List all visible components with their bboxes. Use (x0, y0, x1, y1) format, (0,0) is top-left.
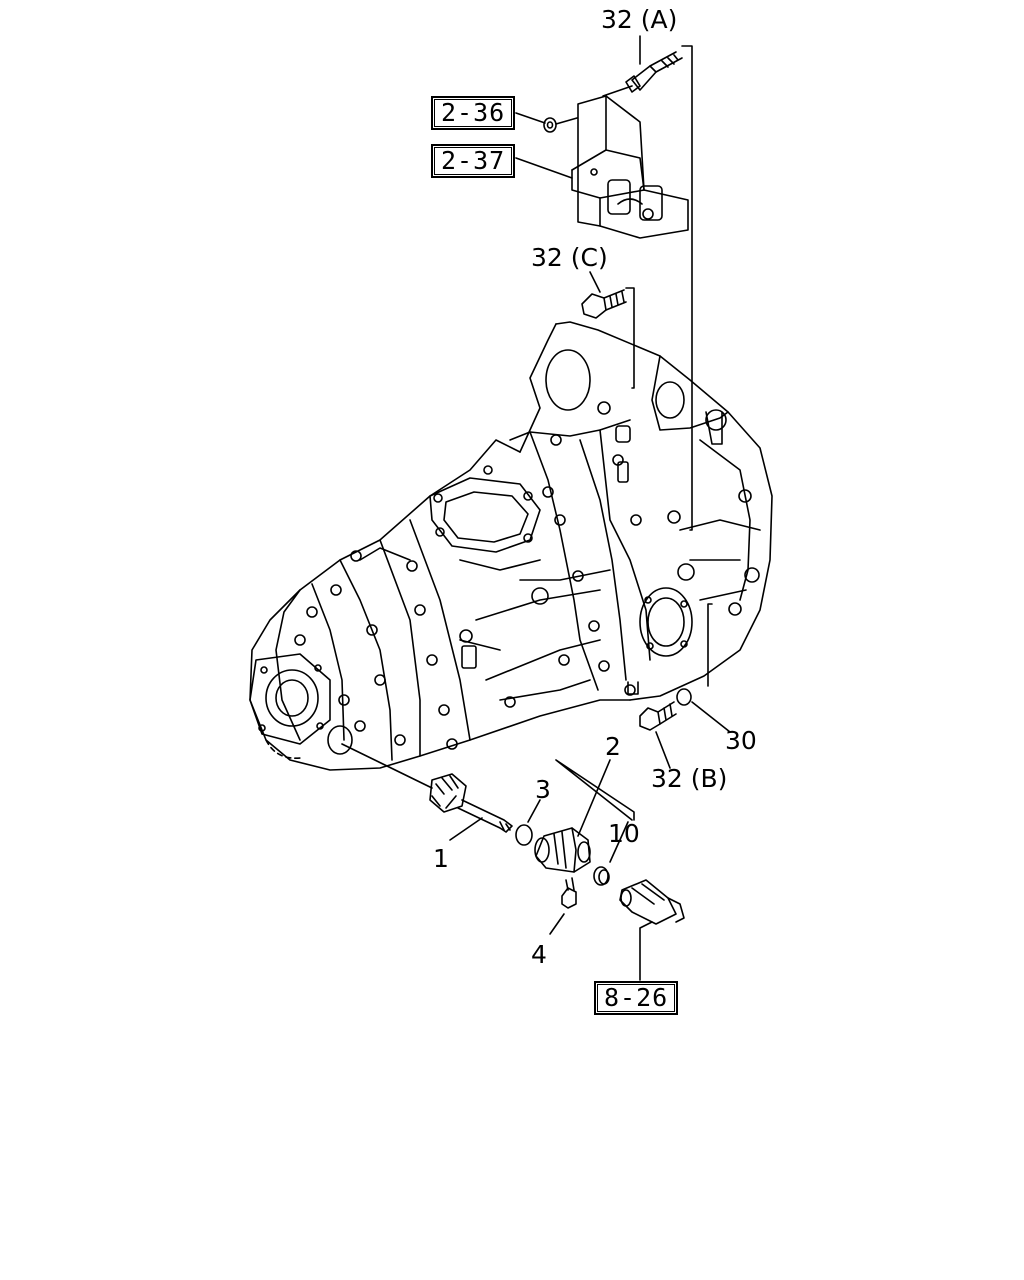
bolt-4 (561, 877, 577, 909)
callout-1: 1 (433, 844, 449, 873)
bolt-32a (625, 51, 683, 93)
bracket-assembly (571, 95, 689, 239)
nut-2-36 (543, 117, 557, 133)
reference-2-37[interactable]: 2-37 (431, 144, 516, 178)
reference-8-26[interactable]: 8-26 (594, 981, 679, 1015)
callout-30: 30 (725, 726, 757, 755)
washer-30 (676, 688, 692, 706)
callout-2: 2 (605, 732, 621, 761)
reference-2-36[interactable]: 2-36 (431, 96, 516, 130)
transmission-case (249, 321, 773, 771)
callout-4: 4 (531, 940, 547, 969)
oil-seal (593, 866, 610, 886)
o-ring (515, 824, 533, 846)
callout-32b: 32 (B) (651, 764, 728, 793)
speedometer-drive-gear (341, 743, 513, 833)
bolt-32c (581, 289, 627, 319)
callout-3: 3 (535, 775, 551, 804)
bolt-32b (639, 701, 677, 731)
speed-sensor (619, 879, 685, 925)
callout-10: 10 (608, 819, 640, 848)
speedometer-sleeve (534, 827, 591, 873)
callout-32c: 32 (C) (531, 243, 608, 272)
callout-32a: 32 (A) (601, 5, 678, 34)
